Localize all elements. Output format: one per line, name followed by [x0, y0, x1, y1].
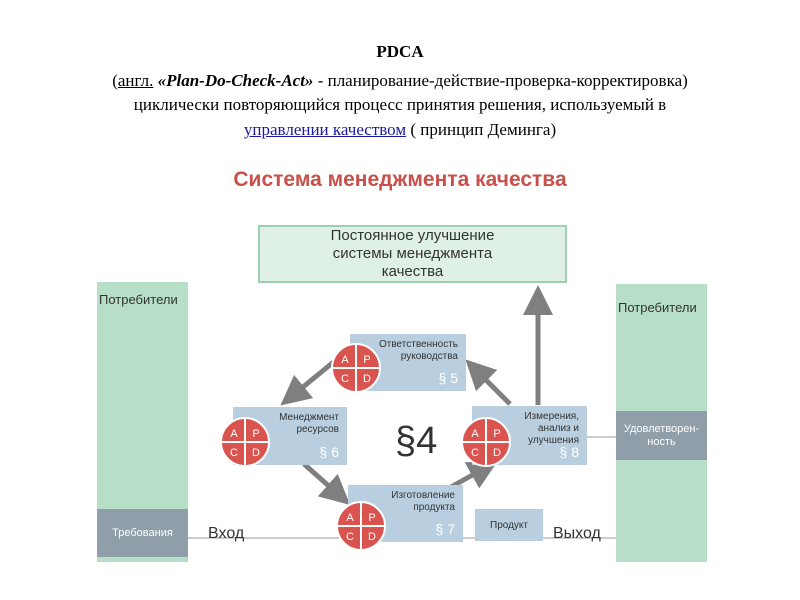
- process-section: § 6: [319, 444, 339, 460]
- input-label: Вход: [208, 525, 245, 542]
- requirements-box: Требования: [97, 509, 188, 557]
- product-box: Продукт: [475, 509, 543, 541]
- header-line3: управлении качеством ( принцип Деминга): [243, 120, 557, 139]
- quality-management-link[interactable]: управлении качеством: [243, 120, 407, 139]
- left-customers-label: Потребители: [99, 292, 178, 307]
- process-box-7: Изготовление продукта § 7: [348, 485, 463, 542]
- process-section: § 8: [559, 444, 579, 460]
- header-title: PDCA: [376, 42, 424, 61]
- process-box-5: Ответственность руководства § 5: [350, 334, 466, 391]
- process-box-8: Измерения, анализ и улучшения § 8: [472, 406, 587, 465]
- diagram-title: Система менеджмента качества: [233, 168, 567, 191]
- process-name: Ответственность руководства: [379, 339, 458, 362]
- process-box-6: Менеджмент ресурсов § 6: [233, 407, 347, 465]
- process-name: Менеджмент ресурсов: [279, 412, 339, 435]
- process-section: § 7: [435, 521, 455, 537]
- process-name: Изготовление продукта: [391, 490, 455, 513]
- header-line2: циклически повторяющийся процесс приняти…: [133, 95, 667, 114]
- arrow-5-to-6: [280, 358, 338, 406]
- satisfaction-box: Удовлетворен-ность: [616, 411, 707, 460]
- arrow-8-to-5: [465, 359, 512, 406]
- arrow-6-to-7: [302, 462, 351, 505]
- process-section: § 5: [438, 370, 458, 386]
- improvement-box: Постоянное улучшение системы менеджмента…: [258, 225, 567, 283]
- output-label: Выход: [553, 525, 601, 542]
- right-customers-label: Потребители: [618, 300, 697, 315]
- process-name: Измерения, анализ и улучшения: [524, 411, 579, 446]
- header-line1: (англ. «Plan-Do-Check-Act» - планировани…: [112, 71, 688, 90]
- center-section-label: §4: [395, 420, 438, 462]
- abbr-link[interactable]: англ.: [117, 71, 154, 90]
